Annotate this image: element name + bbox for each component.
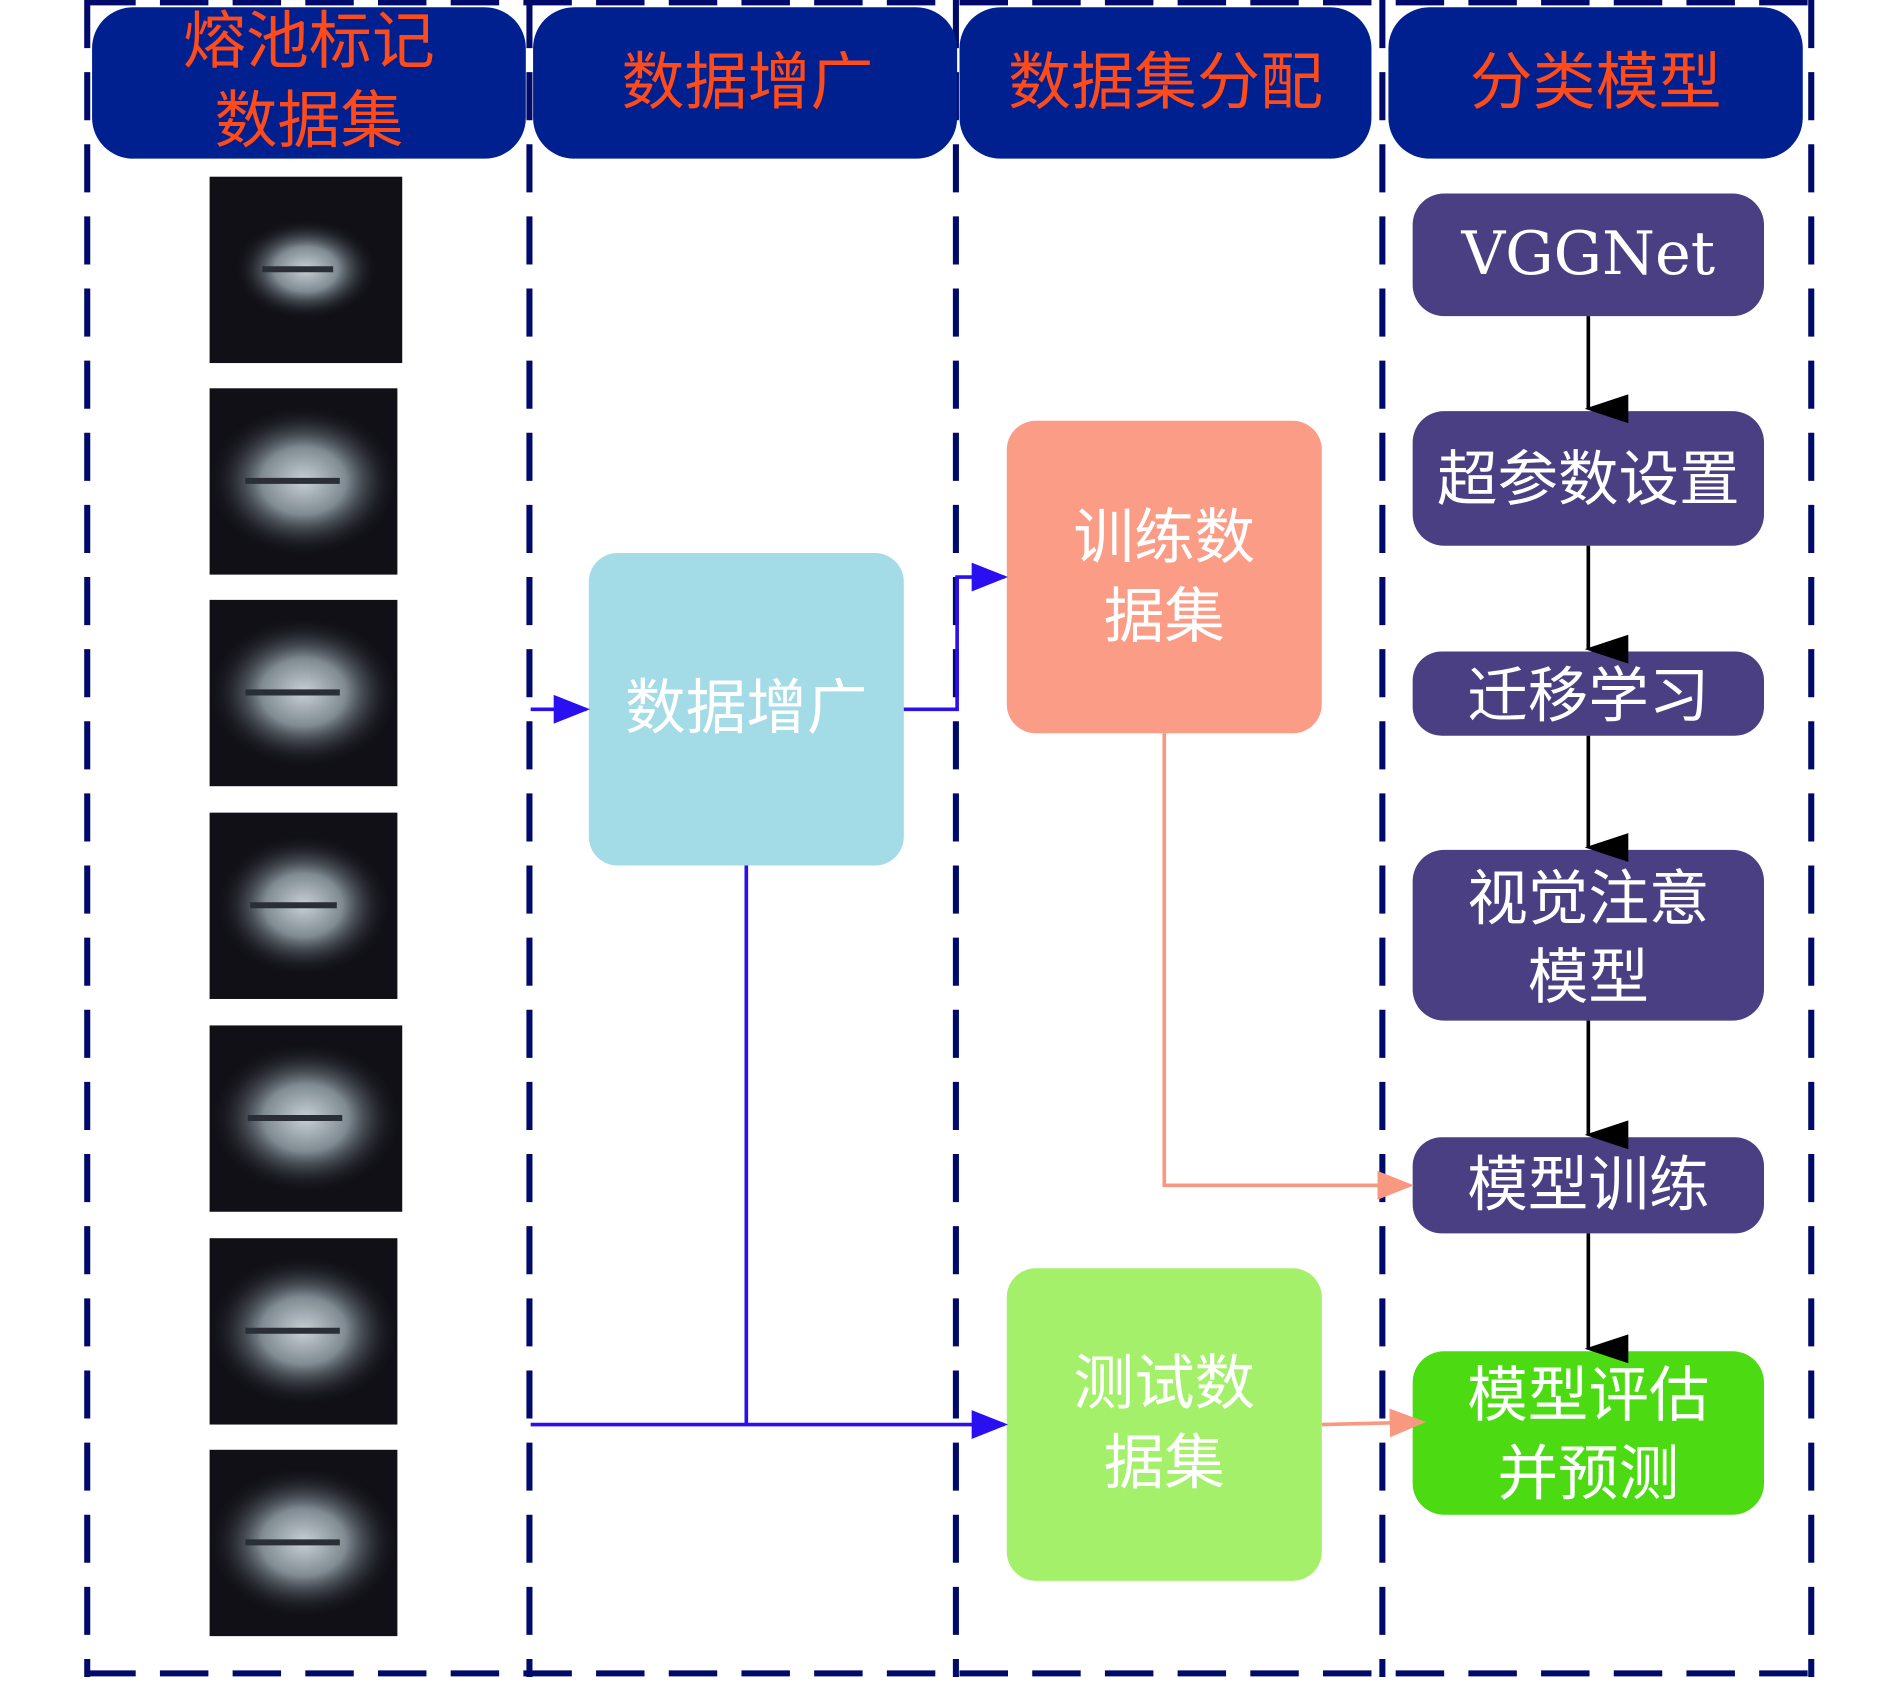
melt-pool-image (209, 812, 398, 999)
svg-text:训练数: 训练数 (1073, 503, 1255, 573)
svg-text:模型: 模型 (1528, 943, 1649, 1013)
svg-text:据集: 据集 (1104, 582, 1225, 652)
lane-header-augmentation: 数据增广 (533, 7, 958, 159)
melt-pool-images (208, 176, 403, 1637)
model-step-transfer-learning: 迁移学习 (1412, 651, 1764, 736)
lane-header-classification-model: 分类模型 (1388, 7, 1803, 159)
svg-text:VGGNet: VGGNet (1460, 219, 1715, 289)
svg-text:并预测: 并预测 (1497, 1439, 1679, 1509)
svg-text:数据增广: 数据增广 (622, 46, 874, 119)
svg-text:数据集: 数据集 (214, 84, 403, 157)
melt-pool-image (208, 1238, 398, 1425)
svg-text:测试数: 测试数 (1073, 1349, 1255, 1419)
svg-text:分类模型: 分类模型 (1470, 46, 1722, 119)
lane-borders (84, 0, 1815, 1677)
melt-pool-image (209, 176, 403, 364)
svg-text:模型评估: 模型评估 (1467, 1361, 1709, 1431)
salmon-arrows (1162, 733, 1426, 1438)
svg-text:熔池标记: 熔池标记 (183, 5, 435, 78)
model-step-training: 模型训练 (1412, 1137, 1764, 1234)
model-step-visual-attention: 视觉注意 模型 (1412, 849, 1764, 1021)
svg-text:据集: 据集 (1104, 1429, 1225, 1499)
svg-text:超参数设置: 超参数设置 (1437, 445, 1740, 515)
melt-pool-image (209, 1025, 403, 1212)
svg-text:迁移学习: 迁移学习 (1467, 662, 1709, 732)
train-dataset-box: 训练数 据集 (1006, 420, 1322, 734)
model-step-hyperparameters: 超参数设置 (1412, 411, 1764, 546)
svg-text:视觉注意: 视觉注意 (1467, 865, 1709, 935)
melt-pool-image (208, 388, 398, 575)
model-step-evaluate-predict: 模型评估 并预测 (1412, 1351, 1764, 1515)
model-step-vggnet: VGGNet (1412, 193, 1764, 317)
melt-pool-image (208, 1449, 398, 1637)
melt-pool-image (208, 599, 398, 787)
lane-header-dataset-split: 数据集分配 (959, 7, 1372, 159)
test-dataset-box: 测试数 据集 (1006, 1268, 1322, 1581)
lane-header-labeled-dataset: 熔池标记 数据集 (92, 5, 526, 159)
blue-arrows (530, 562, 1008, 1439)
svg-text:数据增广: 数据增广 (625, 674, 867, 744)
augment-box: 数据增广 (588, 552, 904, 866)
svg-text:数据集分配: 数据集分配 (1008, 46, 1323, 119)
svg-text:模型训练: 模型训练 (1467, 1151, 1709, 1221)
